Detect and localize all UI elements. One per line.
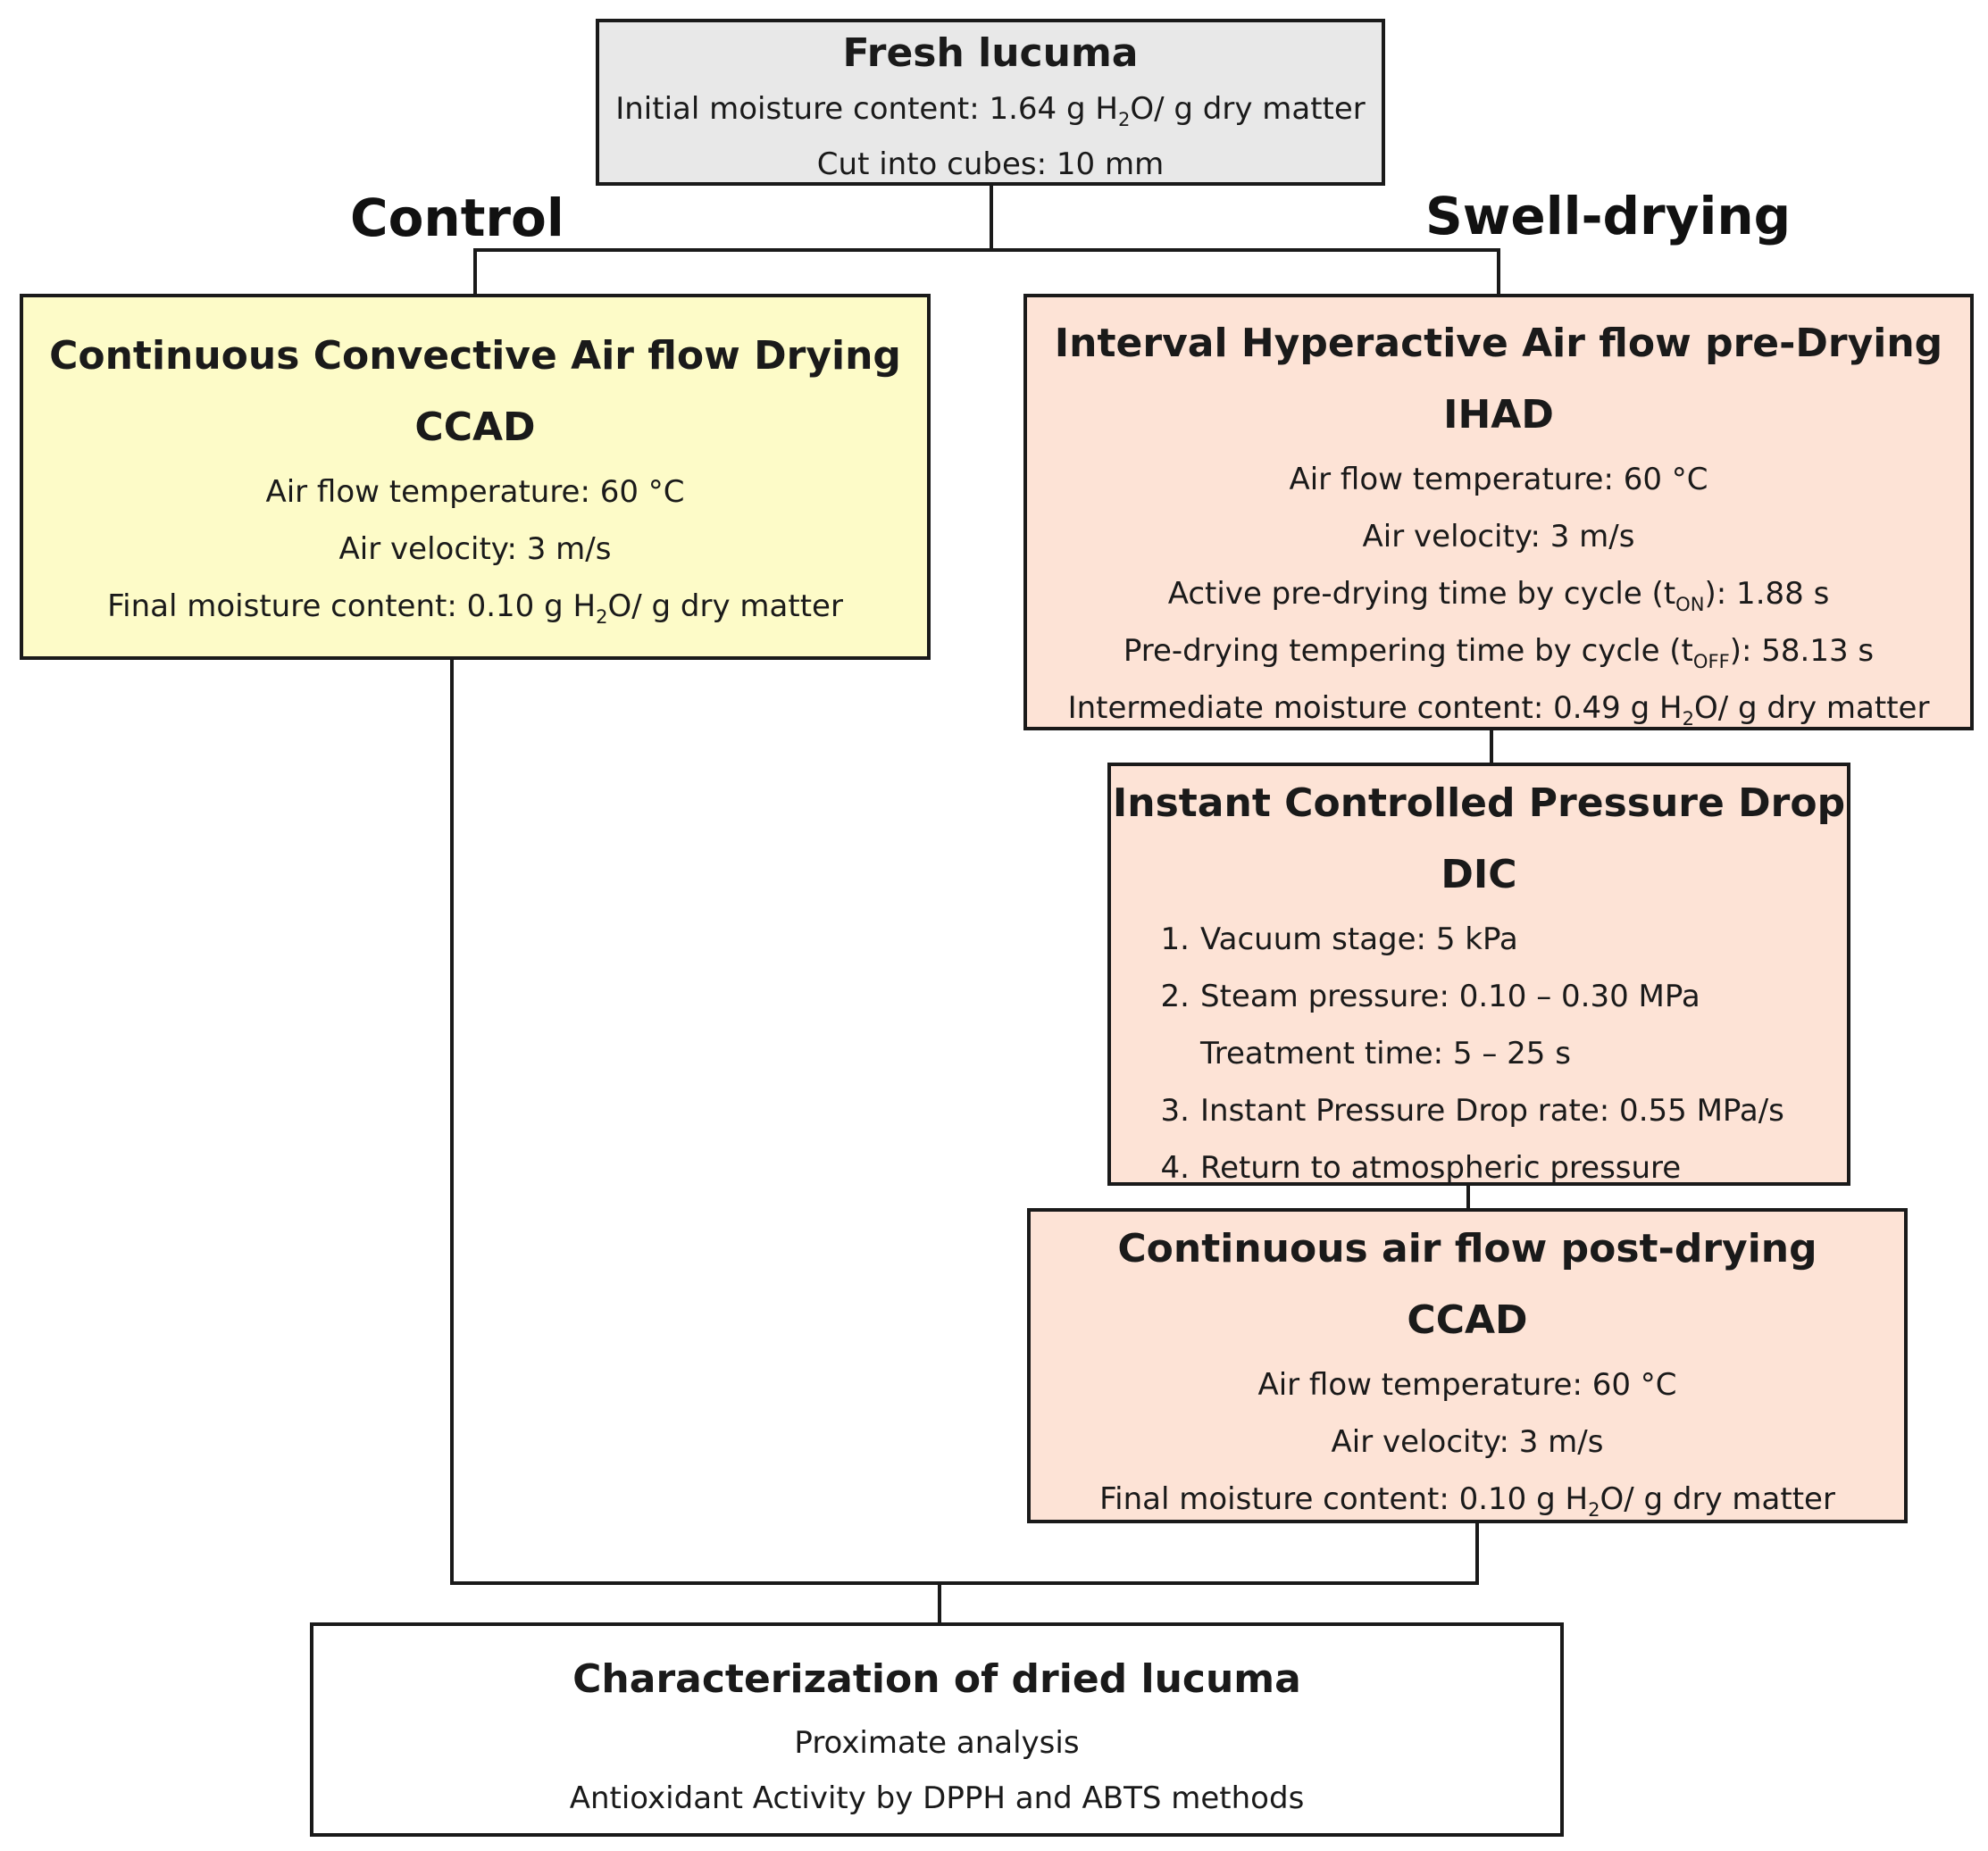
post-drying-box: Continuous air flow post-drying CCAD Air…	[1027, 1208, 1908, 1523]
connector-to-characterization	[938, 1581, 941, 1624]
dic-step: 2.Steam pressure: 0.10 – 0.30 MPa	[1160, 979, 1700, 1014]
connector-dic-post	[1466, 1184, 1470, 1210]
characterization-box: Characterization of dried lucuma Proxima…	[310, 1622, 1564, 1837]
post-drying-velocity: Air velocity: 3 m/s	[1331, 1424, 1604, 1460]
fresh-lucuma-box: Fresh lucuma Initial moisture content: 1…	[596, 19, 1385, 186]
ihad-intermediate-moisture: Intermediate moisture content: 0.49 g H2…	[1067, 690, 1930, 730]
characterization-title: Characterization of dried lucuma	[572, 1656, 1301, 1702]
connector-to-ihad	[1497, 248, 1500, 296]
dic-step: 3.Instant Pressure Drop rate: 0.55 MPa/s	[1160, 1093, 1784, 1129]
ihad-title: Interval Hyperactive Air flow pre-Drying	[1054, 321, 1943, 366]
characterization-antioxidant: Antioxidant Activity by DPPH and ABTS me…	[569, 1780, 1305, 1816]
ihad-active-time: Active pre-drying time by cycle (tON): 1…	[1167, 576, 1830, 615]
ccad-abbr: CCAD	[414, 404, 536, 450]
connector-ccad-down	[450, 658, 454, 1585]
branch-label-control: Control	[350, 188, 564, 248]
branch-label-swell-drying: Swell-drying	[1425, 186, 1792, 246]
post-drying-final-moisture: Final moisture content: 0.10 g H2O/ g dr…	[1099, 1481, 1835, 1521]
dic-title: Instant Controlled Pressure Drop	[1112, 780, 1846, 826]
ccad-temperature: Air flow temperature: 60 °C	[265, 474, 685, 510]
dic-step-continuation: Treatment time: 5 – 25 s	[1200, 1036, 1571, 1071]
ihad-velocity: Air velocity: 3 m/s	[1362, 519, 1635, 554]
post-drying-abbr: CCAD	[1407, 1297, 1528, 1343]
connector-to-ccad	[473, 248, 477, 296]
connector-top-horizontal	[473, 248, 1500, 252]
connector-post-down	[1475, 1522, 1479, 1585]
post-drying-temperature: Air flow temperature: 60 °C	[1257, 1367, 1677, 1403]
ccad-control-box: Continuous Convective Air flow Drying CC…	[20, 294, 931, 660]
ccad-velocity: Air velocity: 3 m/s	[338, 531, 612, 567]
dic-step: 4.Return to atmospheric pressure	[1160, 1150, 1682, 1186]
dic-abbr: DIC	[1441, 852, 1517, 897]
ihad-box: Interval Hyperactive Air flow pre-Drying…	[1023, 294, 1974, 730]
connector-bottom-horizontal	[450, 1581, 1479, 1585]
ccad-final-moisture: Final moisture content: 0.10 g H2O/ g dr…	[107, 588, 843, 628]
connector-ihad-dic	[1490, 729, 1493, 764]
ccad-title: Continuous Convective Air flow Drying	[49, 333, 901, 379]
post-drying-title: Continuous air flow post-drying	[1117, 1226, 1817, 1272]
ihad-tempering-time: Pre-drying tempering time by cycle (tOFF…	[1123, 633, 1875, 672]
characterization-proximate: Proximate analysis	[794, 1725, 1080, 1761]
ihad-abbr: IHAD	[1443, 392, 1554, 438]
dic-steps-list: 1.Vacuum stage: 5 kPa 2.Steam pressure: …	[1111, 911, 1784, 1196]
fresh-cut: Cut into cubes: 10 mm	[816, 146, 1165, 182]
fresh-title: Fresh lucuma	[842, 30, 1139, 76]
connector-fresh-down	[990, 184, 993, 250]
dic-step: 1.Vacuum stage: 5 kPa	[1160, 921, 1518, 957]
dic-box: Instant Controlled Pressure Drop DIC 1.V…	[1107, 763, 1850, 1186]
ihad-temperature: Air flow temperature: 60 °C	[1289, 462, 1708, 497]
fresh-initial-moisture: Initial moisture content: 1.64 g H2O/ g …	[615, 91, 1366, 130]
